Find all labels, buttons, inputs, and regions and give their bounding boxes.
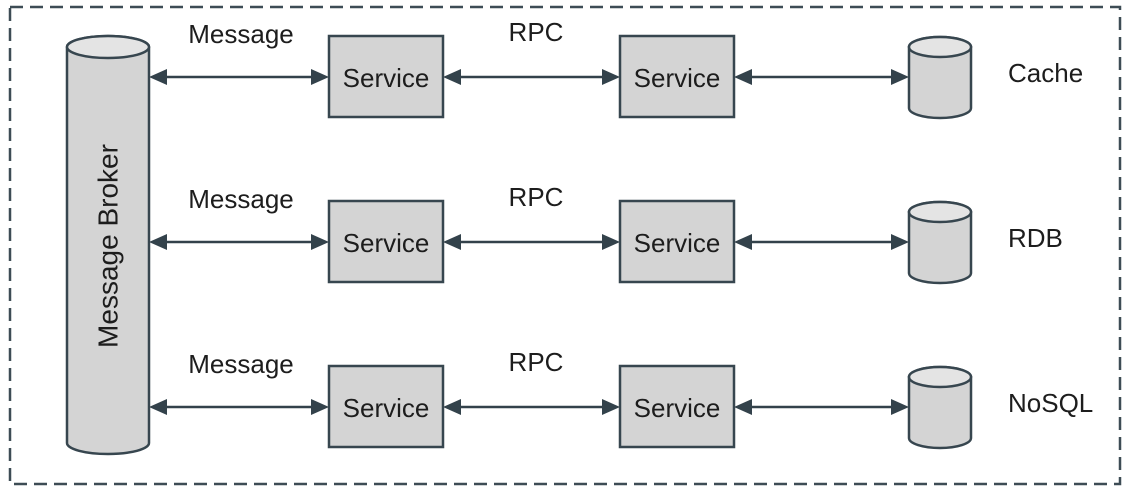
arrowhead-left-icon bbox=[443, 234, 461, 250]
service-box bbox=[618, 199, 736, 284]
arrowhead-right-icon bbox=[602, 399, 620, 415]
service-label: Service bbox=[343, 63, 430, 93]
arrowhead-left-icon bbox=[149, 399, 167, 415]
arrowhead-right-icon bbox=[311, 69, 329, 85]
service-box bbox=[327, 364, 445, 449]
message-broker-cylinder-top-icon bbox=[65, 34, 151, 60]
arrowhead-left-icon bbox=[443, 399, 461, 415]
arrowhead-left-icon bbox=[149, 69, 167, 85]
datastore-cylinder-top-icon bbox=[907, 35, 973, 59]
service-box bbox=[618, 364, 736, 449]
service-label: Service bbox=[343, 393, 430, 423]
arrowhead-right-icon bbox=[602, 234, 620, 250]
service-label: Service bbox=[634, 228, 721, 258]
datastore-cylinder-top-icon bbox=[907, 200, 973, 224]
arrowhead-left-icon bbox=[149, 234, 167, 250]
arrowhead-right-icon bbox=[602, 69, 620, 85]
arrowhead-left-icon bbox=[734, 69, 752, 85]
pipeline-row-cache: Message Service RPC Service Cache bbox=[149, 17, 1083, 120]
message-channel-label: Message bbox=[188, 19, 294, 49]
service-box bbox=[327, 199, 445, 284]
arrowhead-right-icon bbox=[311, 399, 329, 415]
message-channel-label: Message bbox=[188, 184, 294, 214]
datastore-label: RDB bbox=[1008, 223, 1063, 253]
message-channel-label: Message bbox=[188, 349, 294, 379]
service-label: Service bbox=[634, 393, 721, 423]
service-label: Service bbox=[343, 228, 430, 258]
datastore-label: NoSQL bbox=[1008, 388, 1093, 418]
pipeline-row-nosql: Message Service RPC Service NoSQL bbox=[149, 347, 1093, 450]
datastore-label: Cache bbox=[1008, 58, 1083, 88]
arrowhead-right-icon bbox=[891, 234, 909, 250]
service-label: Service bbox=[634, 63, 721, 93]
message-broker-label: Message Broker bbox=[93, 144, 124, 348]
arrowhead-left-icon bbox=[734, 399, 752, 415]
arrowhead-left-icon bbox=[734, 234, 752, 250]
datastore-cylinder-top-icon bbox=[907, 365, 973, 389]
system-boundary-frame bbox=[8, 5, 1122, 486]
pipeline-row-rdb: Message Service RPC Service RDB bbox=[149, 182, 1063, 285]
arrowhead-right-icon bbox=[891, 399, 909, 415]
arrowhead-left-icon bbox=[443, 69, 461, 85]
message-broker: Message Broker bbox=[65, 34, 151, 456]
arrowhead-right-icon bbox=[891, 69, 909, 85]
arrowhead-right-icon bbox=[311, 234, 329, 250]
rpc-call-label: RPC bbox=[509, 347, 564, 377]
rpc-call-label: RPC bbox=[509, 17, 564, 47]
rpc-call-label: RPC bbox=[509, 182, 564, 212]
service-box bbox=[618, 34, 736, 119]
service-box bbox=[327, 34, 445, 119]
